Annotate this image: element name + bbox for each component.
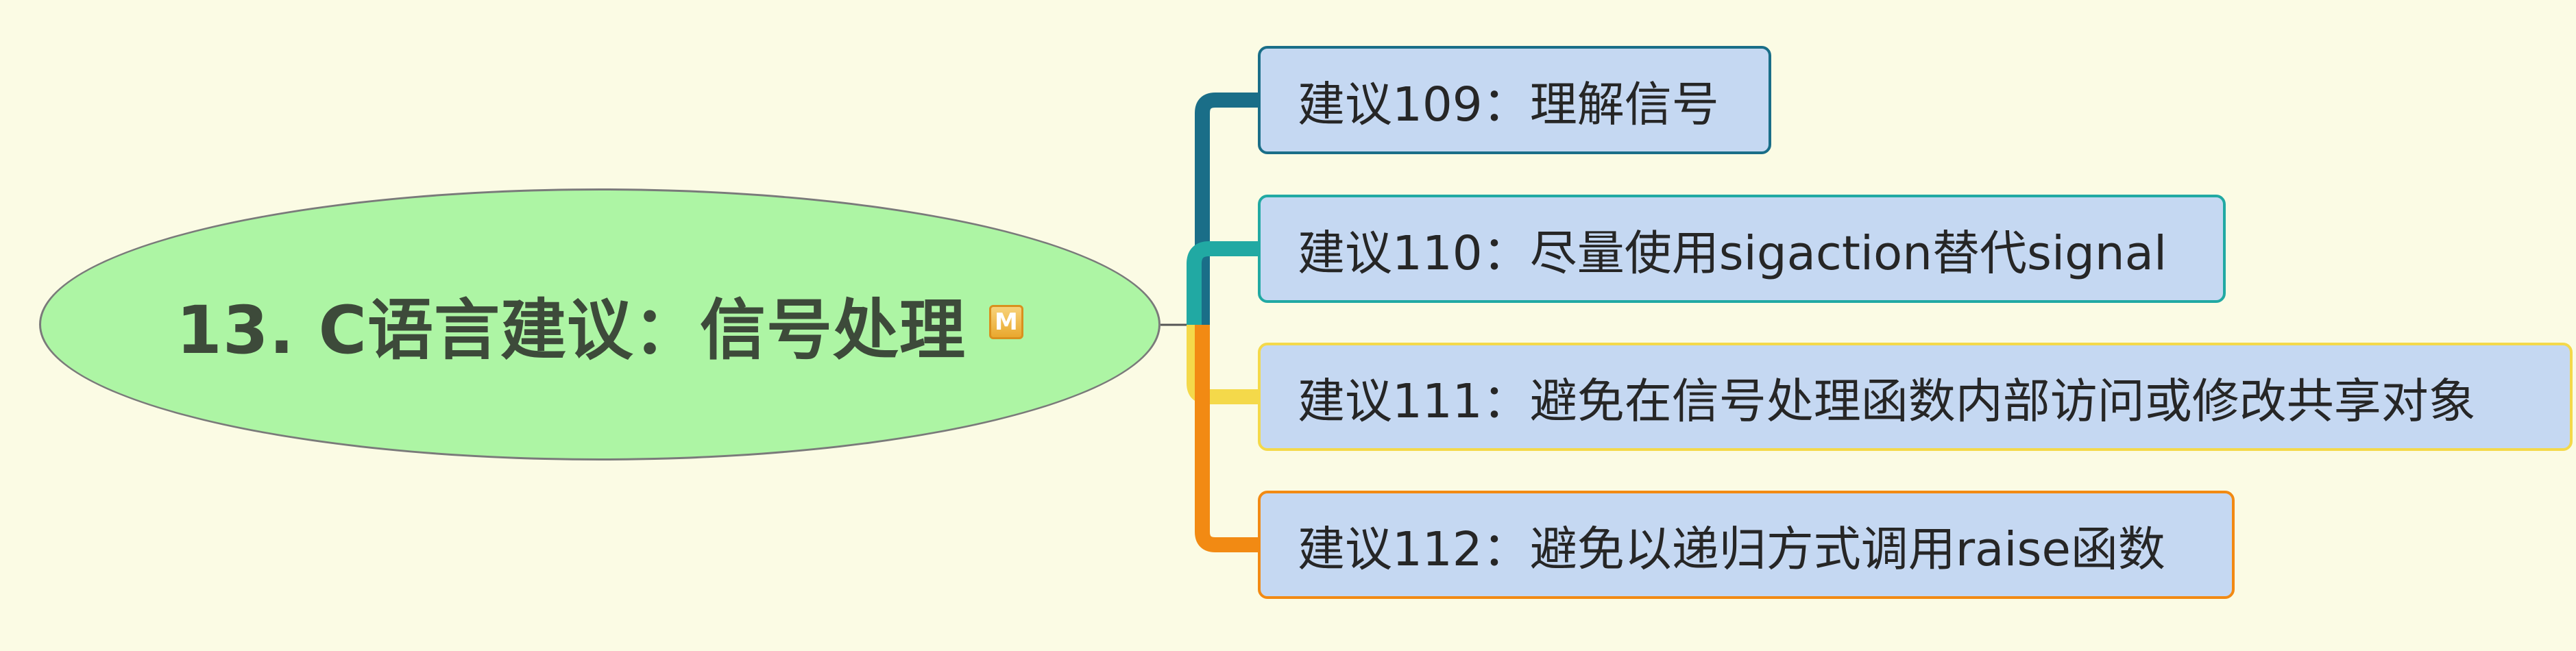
subtopic-label: 建议111：避免在信号处理函数内部访问或修改共享对象 [1298, 374, 2476, 429]
subtopic-label: 建议110：尽量使用sigaction替代signal [1298, 226, 2167, 281]
subtopic-109[interactable]: 建议109：理解信号 [1258, 46, 1771, 154]
branch-connector-1 [1195, 93, 1258, 325]
subtopic-111[interactable]: 建议111：避免在信号处理函数内部访问或修改共享对象 [1258, 343, 2573, 451]
subtopic-110[interactable]: 建议110：尽量使用sigaction替代signal [1258, 195, 2226, 303]
central-topic[interactable]: 13. C语言建议：信号处理 M [39, 188, 1161, 460]
central-topic-title: 13. C语言建议：信号处理 [176, 292, 966, 369]
subtopic-112[interactable]: 建议112：避免以递归方式调用raise函数 [1258, 491, 2235, 599]
subtopic-label: 建议112：避免以递归方式调用raise函数 [1298, 522, 2165, 577]
branch-connector-2 [1187, 241, 1258, 325]
branch-connector-4 [1195, 325, 1258, 552]
markdown-marker-icon: M [988, 304, 1023, 339]
subtopic-label: 建议109：理解信号 [1298, 77, 1719, 132]
